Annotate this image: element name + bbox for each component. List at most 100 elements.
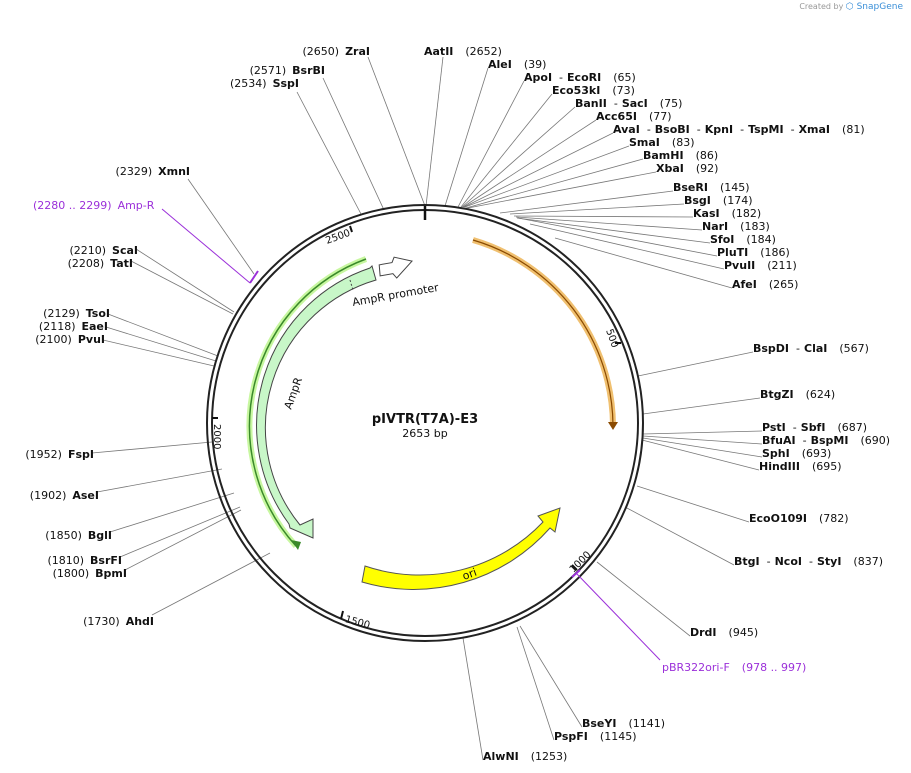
site-leader-eco53ki xyxy=(460,93,553,208)
site-label-hindiii: HindIII(695) xyxy=(759,460,842,473)
site-name: BsoBI xyxy=(655,123,690,136)
site-pos: (86) xyxy=(696,149,719,162)
site-name: AatII xyxy=(424,45,453,58)
pbr322ori-name: pBR322ori-F xyxy=(662,661,730,674)
site-name: BsrFI xyxy=(90,554,122,567)
site-pos: (2650) xyxy=(303,45,340,58)
tick-1500-mark xyxy=(340,610,344,620)
credit-brand: SnapGene xyxy=(856,2,903,12)
site-name: Acc65I xyxy=(596,110,637,123)
site-name: PvuII xyxy=(724,259,755,272)
site-label-alwni: AlwNI (1253) xyxy=(483,750,567,763)
site-name: BspMI xyxy=(811,434,849,447)
site-name: BtgZI xyxy=(760,388,794,401)
site-pos: (2329) xyxy=(116,165,153,178)
site-name: ApoI xyxy=(524,71,552,84)
site-label-bsrbi: (2571)BsrBI xyxy=(250,64,325,77)
orange-feature-band xyxy=(472,237,616,426)
amp-r-primer-mark xyxy=(249,270,259,284)
site-label-sphi: SphI(693) xyxy=(762,447,831,460)
site-pos: (837) xyxy=(853,555,883,568)
site-pos: (2534) xyxy=(230,77,267,90)
site-name: PluTI xyxy=(717,246,748,259)
site-sep: - xyxy=(793,421,797,434)
pbr322ori-leader xyxy=(575,572,661,661)
orange-feature-arrowhead xyxy=(608,422,618,430)
pbr322ori-primer-label: pBR322ori-F(978 .. 997) xyxy=(662,661,806,674)
site-name: BseRI xyxy=(673,181,708,194)
site-leader-tati xyxy=(130,260,234,315)
site-leader-bpmi xyxy=(124,509,242,571)
site-name: BamHI xyxy=(643,149,684,162)
site-sep: - xyxy=(809,555,813,568)
site-name: SspI xyxy=(273,77,299,90)
site-leader-btgi xyxy=(624,506,735,566)
site-name: SacI xyxy=(622,97,648,110)
site-label-ecoo109i: EcoO109I (782) xyxy=(749,512,849,525)
site-name: BsgI xyxy=(684,194,711,207)
site-label-xbai: XbaI(92) xyxy=(656,162,718,175)
site-label-sfoi: SfoI(184) xyxy=(710,233,776,246)
site-pos: (2100) xyxy=(35,333,72,346)
site-label-bfuai: BfuAI-BspMI(690) xyxy=(762,434,890,447)
site-label-banii: BanII-SacI(75) xyxy=(575,97,682,110)
site-leader-aatii xyxy=(425,56,444,207)
site-label-bseyi: BseYI(1141) xyxy=(582,717,665,730)
site-name: HindIII xyxy=(759,460,800,473)
tick-1000-label: 1000 xyxy=(568,549,594,575)
site-leader-nari xyxy=(515,216,703,231)
site-leader-ahdi xyxy=(151,552,271,616)
site-leader-kasi xyxy=(513,215,694,218)
site-label-kasi: KasI(182) xyxy=(693,207,761,220)
site-pos: (1141) xyxy=(628,717,665,730)
site-pos: (183) xyxy=(740,220,770,233)
site-name: TatI xyxy=(110,257,133,270)
site-label-bsgi: BsgI(174) xyxy=(684,194,753,207)
site-leader-xbai xyxy=(467,171,657,209)
site-label-bseri: BseRI(145) xyxy=(673,181,750,194)
site-name: BsrBI xyxy=(292,64,325,77)
site-pos: (184) xyxy=(746,233,776,246)
snapgene-logo: ⬡ SnapGene xyxy=(845,2,903,12)
site-pos: (567) xyxy=(839,342,869,355)
site-leader-btgzi xyxy=(642,397,761,415)
site-sep: - xyxy=(796,342,800,355)
plasmid-size: 2653 bp xyxy=(402,427,447,440)
amp-r-name: Amp-R xyxy=(118,199,155,212)
site-leader-sphi xyxy=(642,437,763,458)
site-label-fspi: (1952)FspI xyxy=(25,448,94,461)
tick-2000-label: 2000 xyxy=(211,424,222,449)
site-pos: (2129) xyxy=(43,307,80,320)
site-label-sspi: (2534) SspI xyxy=(230,77,299,90)
site-pos: (2652) xyxy=(465,45,502,58)
green-outer-line xyxy=(248,258,367,547)
site-name: SphI xyxy=(762,447,790,460)
ori-feature xyxy=(361,507,561,590)
plasmid-name: pIVTR(T7A)-E3 xyxy=(372,412,478,427)
site-leader-psti xyxy=(642,430,763,435)
site-name: EcoO109I xyxy=(749,512,807,525)
site-sep: - xyxy=(697,123,701,136)
site-sep: - xyxy=(803,434,807,447)
site-leader-eaei xyxy=(105,326,217,362)
site-label-apoi: ApoI-EcoRI(65) xyxy=(524,71,636,84)
site-leader-bsrbi xyxy=(322,77,385,211)
site-name: AlwNI xyxy=(483,750,519,763)
site-leader-scai xyxy=(135,248,235,313)
site-name: SbfI xyxy=(801,421,826,434)
site-leader-banii xyxy=(461,106,576,208)
site-sep: - xyxy=(767,555,771,568)
site-pos: (1253) xyxy=(531,750,568,763)
site-label-pluti: PluTI(186) xyxy=(717,246,790,259)
site-leader-alei xyxy=(444,67,489,207)
site-label-alei: AleI(39) xyxy=(488,58,546,71)
site-label-aatii: AatII (2652) xyxy=(424,45,502,58)
site-pos: (782) xyxy=(819,512,849,525)
tick-1500-label: 1500 xyxy=(344,614,371,631)
site-label-bamhi: BamHI (86) xyxy=(643,149,718,162)
site-label-pspfi: PspFI(1145) xyxy=(554,730,636,743)
site-pos: (73) xyxy=(612,84,635,97)
site-pos: (690) xyxy=(860,434,890,447)
site-sep: - xyxy=(791,123,795,136)
site-leader-alwni xyxy=(462,637,484,761)
